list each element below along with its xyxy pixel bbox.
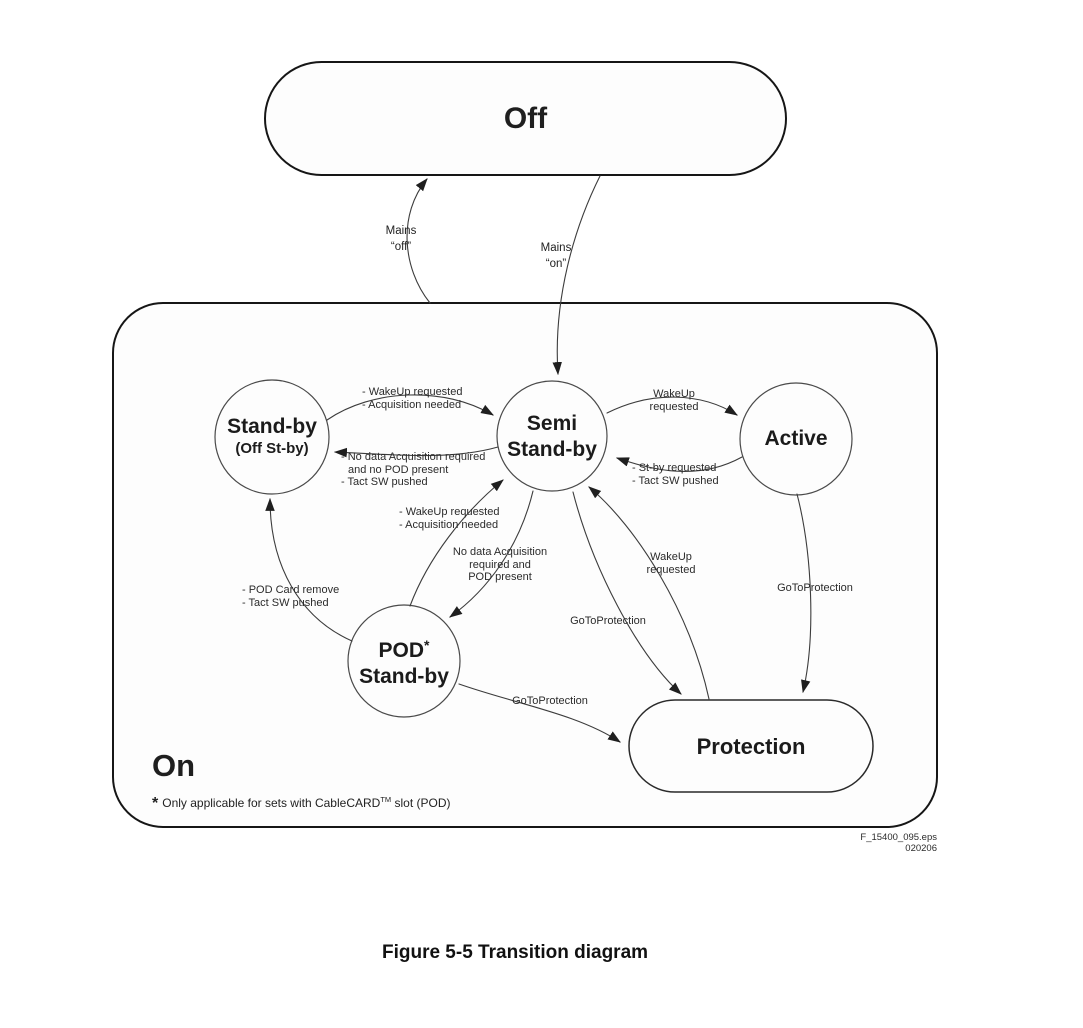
edge-semi-to-protection-arrow	[572, 491, 682, 695]
standby-to-semi-line1: - WakeUp requested	[362, 386, 463, 398]
edge-protection-to-semi-arrow	[588, 486, 710, 700]
file-ref-name: F_15400_095.eps	[860, 832, 937, 843]
active-state-label: Active	[764, 426, 827, 452]
protection-to-semi-line2: requested	[646, 563, 696, 576]
off-state-box	[264, 61, 787, 176]
semi-to-pod-line1: No data Acquisition	[452, 546, 548, 558]
active-to-semi-line1: - St-by requested	[632, 462, 717, 474]
semi-to-active-line1: WakeUp	[653, 388, 695, 400]
standby-subtitle: (Off St-by)	[235, 440, 309, 457]
semi-title-line1: Semi	[526, 412, 578, 435]
edge-semi-to-standby-arrow	[333, 446, 499, 458]
footnote-asterisk: *	[152, 795, 159, 812]
semi-to-standby-line3: - Tact SW pushed	[341, 476, 428, 488]
on-state-label: On	[152, 748, 196, 783]
pod-to-standby-line1: - POD Card remove	[242, 584, 340, 596]
standby-title: Stand-by	[227, 415, 317, 438]
pod-asterisk: *	[424, 637, 430, 653]
mains-off-line2: “off”	[390, 240, 412, 253]
semi-title-line2: Stand-by	[507, 438, 597, 461]
edge-standby-to-semi-arrow	[326, 394, 494, 421]
protection-state-box	[628, 699, 874, 793]
edge-label-semi-to-active: WakeUp requested	[650, 388, 699, 413]
semi-to-pod-line3: POD present	[468, 571, 532, 583]
pod-to-standby-line2: - Tact SW pushed	[242, 596, 329, 609]
edge-label-protection-to-semi: WakeUp requested	[647, 551, 696, 576]
pod-to-semi-line1: - WakeUp requested	[399, 506, 500, 518]
edge-label-pod-to-standby: - POD Card remove - Tact SW pushed	[242, 584, 339, 609]
edge-off-to-semi-arrow	[552, 175, 601, 376]
pod-footnote: *Only applicable for sets with CableCARD…	[152, 795, 451, 813]
pod-to-semi-line2: - Acquisition needed	[399, 518, 499, 531]
pod-standby-state-label: POD* Stand-by	[359, 632, 449, 690]
footnote-suffix: slot (POD)	[391, 796, 451, 810]
file-ref-number: 020206	[905, 843, 937, 854]
standby-state-circle	[214, 379, 330, 495]
edge-pod-to-protection-arrow	[458, 683, 621, 743]
edge-pod-to-semi-arrow	[409, 479, 504, 607]
edge-label-mains-off: Mains “off”	[386, 224, 417, 255]
edge-label-semi-to-standby: - No data Acquisition required and no PO…	[341, 451, 485, 489]
edge-label-active-to-protection: GoToProtection	[777, 582, 853, 594]
mains-on-line2: “on”	[545, 257, 567, 270]
standby-state-label: Stand-by (Off St-by)	[227, 414, 317, 458]
semi-to-standby-line2: and no POD present	[348, 463, 449, 476]
standby-to-semi-line2: - Acquisition needed	[362, 398, 462, 411]
edge-active-to-semi-arrow	[615, 456, 743, 472]
semi-to-pod-line2: required and	[469, 558, 531, 571]
protection-title: Protection	[696, 734, 806, 759]
edge-label-semi-to-protection: GoToProtection	[570, 615, 646, 627]
active-state-circle	[739, 382, 853, 496]
edge-label-pod-to-semi: - WakeUp requested - Acquisition needed	[399, 506, 499, 531]
figure-caption: Figure 5-5 Transition diagram	[381, 942, 649, 963]
edge-label-pod-to-protection: GoToProtection	[512, 695, 588, 707]
footnote-text: Only applicable for sets with CableCARD	[162, 796, 381, 810]
protection-to-semi-line1: WakeUp	[650, 551, 692, 563]
semi-standby-state-circle	[496, 380, 608, 492]
edge-on-to-off-arrow	[406, 178, 431, 304]
pod-name: POD	[378, 639, 425, 662]
mains-on-line1: Mains	[540, 242, 572, 254]
edge-semi-to-active-arrow	[606, 396, 738, 416]
edge-semi-to-pod-arrow	[449, 490, 534, 618]
active-to-semi-line2: - Tact SW pushed	[632, 474, 719, 487]
pod-title-line1: POD*	[359, 632, 449, 664]
protection-state-label: Protection	[697, 733, 806, 760]
figure-file-reference: F_15400_095.eps 020206	[860, 832, 937, 854]
edge-label-mains-on: Mains “on”	[541, 241, 572, 272]
semi-standby-state-label: Semi Stand-by	[507, 411, 597, 463]
edge-label-semi-to-pod: No data Acquisition required and POD pre…	[453, 546, 547, 584]
edge-pod-to-standby-arrow	[265, 497, 353, 642]
semi-to-active-line2: requested	[649, 400, 699, 413]
active-title: Active	[764, 427, 828, 450]
edge-label-active-to-semi: - St-by requested - Tact SW pushed	[632, 462, 719, 487]
pod-title-line2: Stand-by	[359, 665, 449, 688]
mains-off-line1: Mains	[385, 225, 417, 237]
off-state-label: Off	[503, 101, 548, 135]
semi-to-standby-line1: - No data Acquisition required	[341, 451, 486, 463]
edge-active-to-protection-arrow	[796, 493, 812, 694]
footnote-trademark: TM	[380, 795, 392, 804]
edge-label-standby-to-semi: - WakeUp requested - Acquisition needed	[362, 386, 462, 411]
pod-standby-state-circle	[347, 604, 461, 718]
